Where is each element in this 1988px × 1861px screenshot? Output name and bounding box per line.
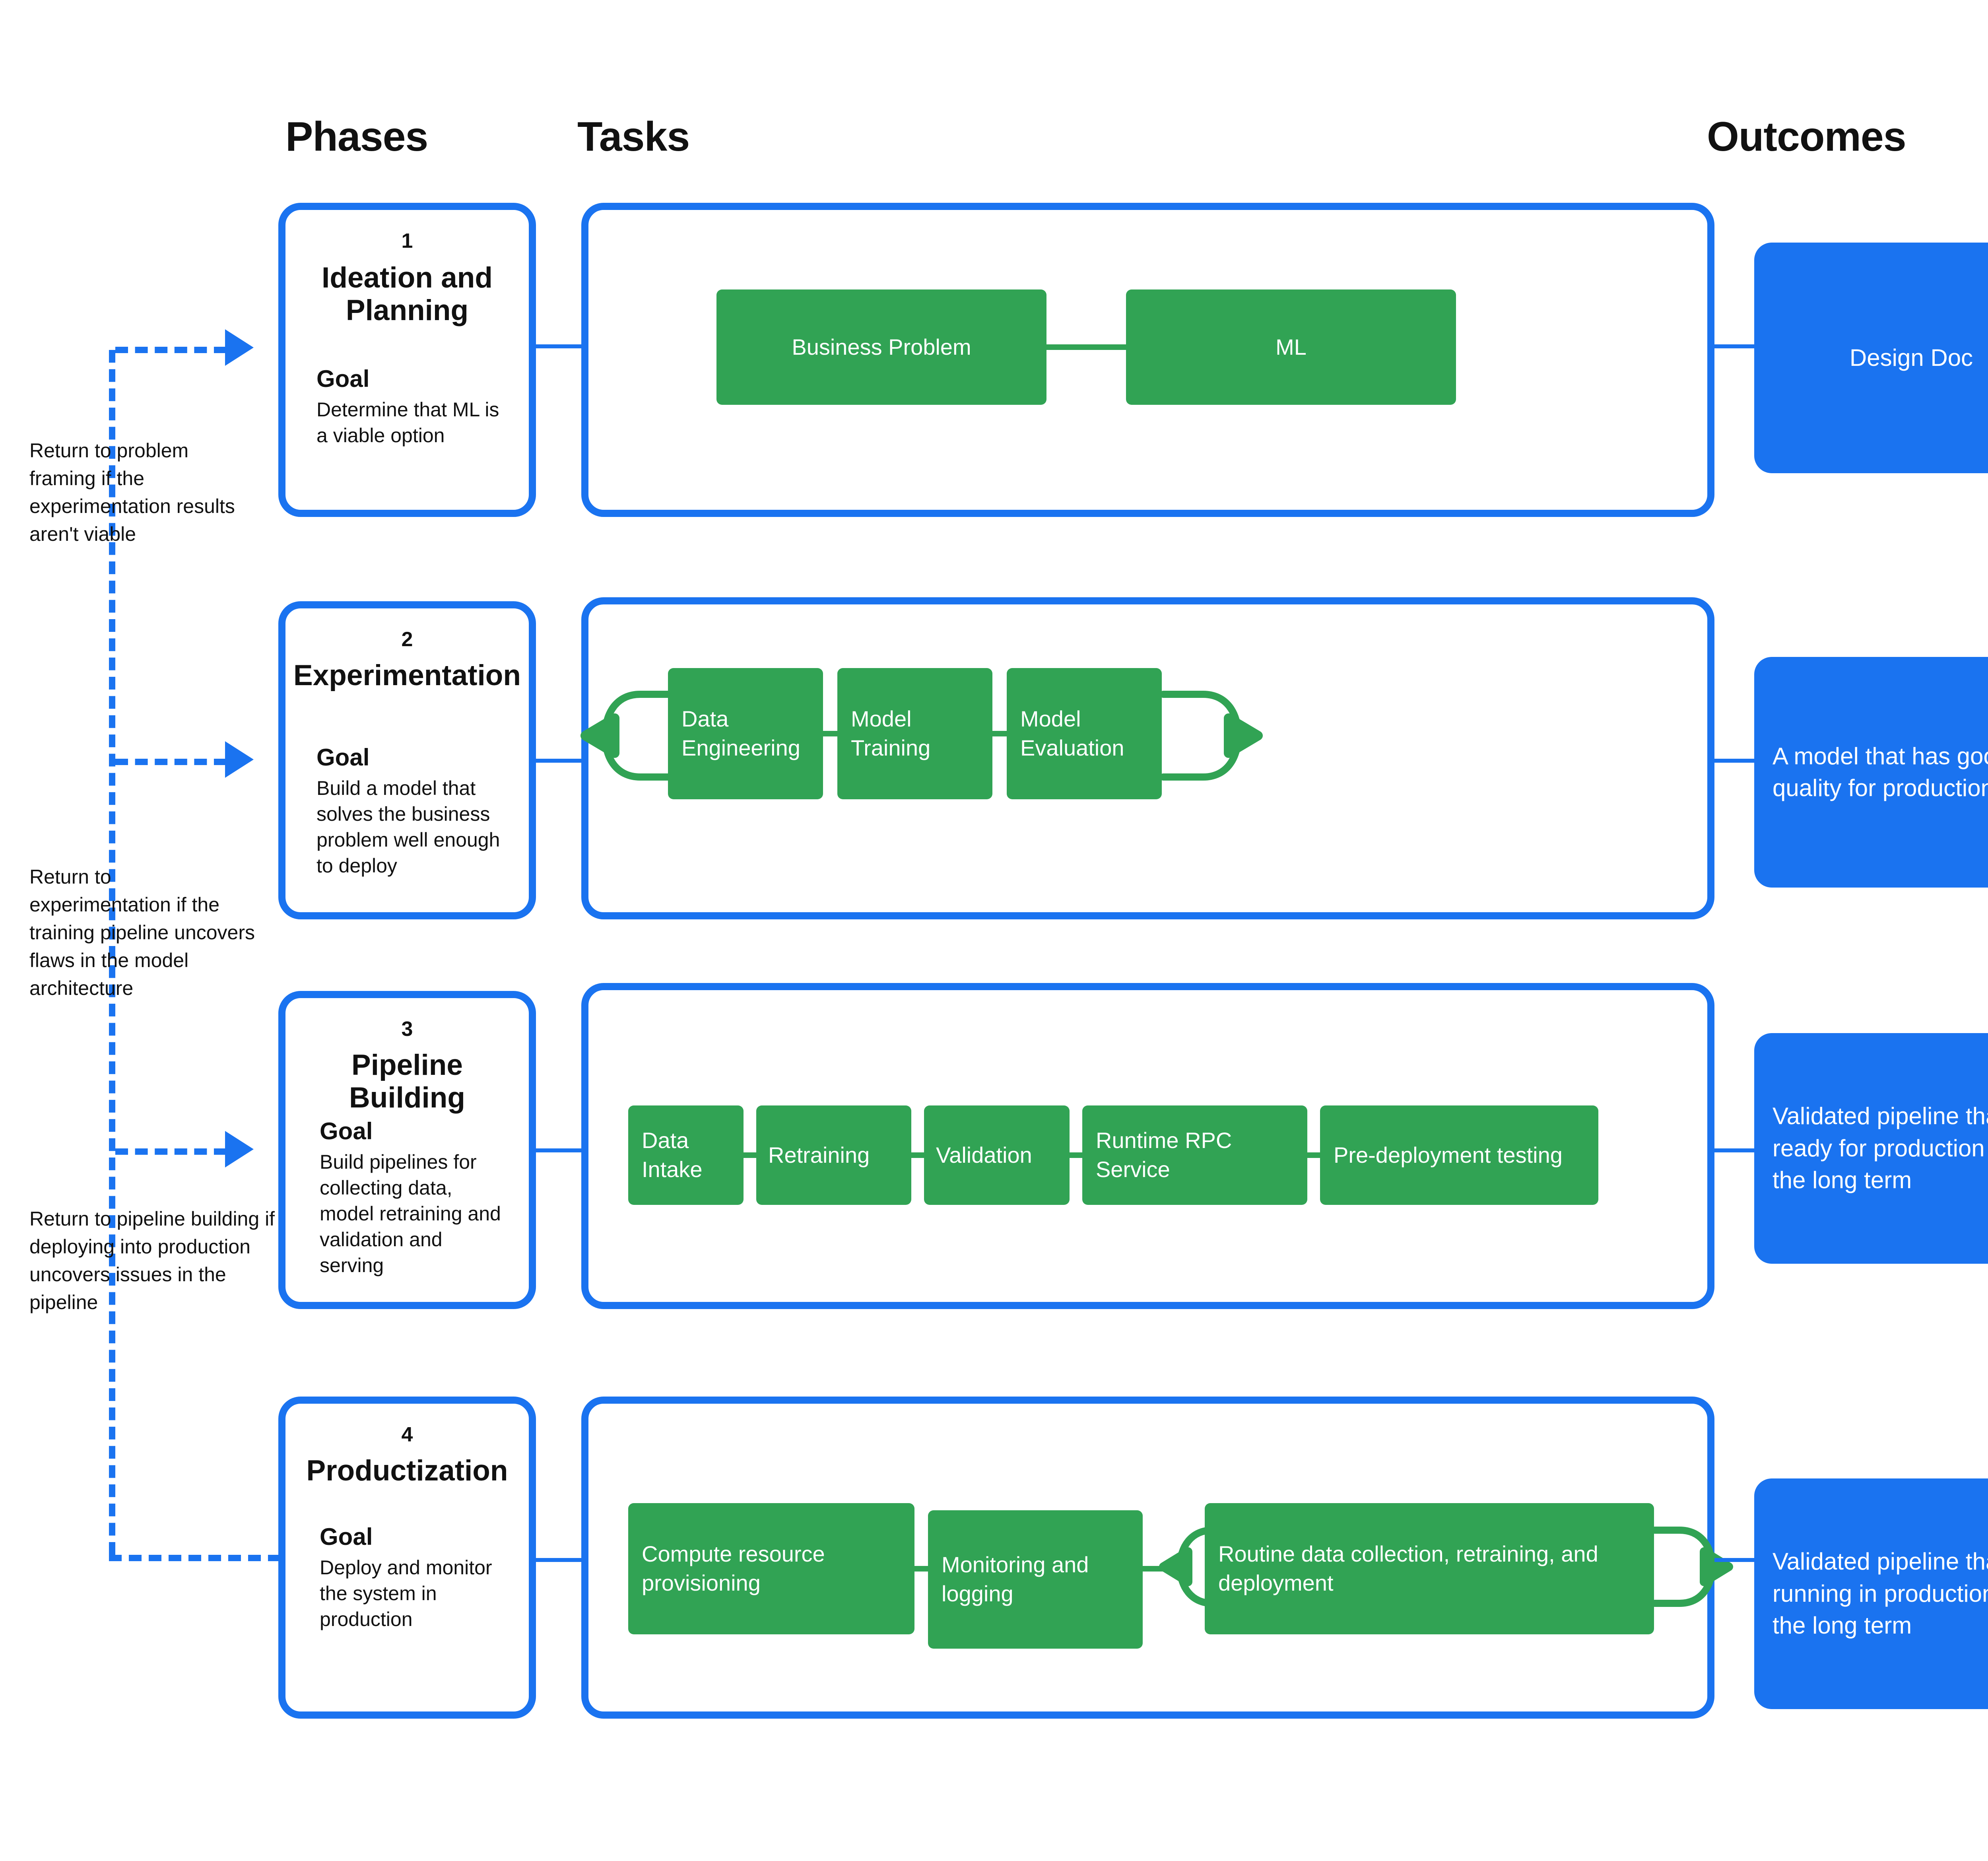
- task-connector: [823, 731, 837, 736]
- task-box[interactable]: Business Problem: [716, 289, 1046, 405]
- task-label: Validation: [936, 1142, 1032, 1167]
- feedback-arrow-phase1-icon: [225, 329, 254, 366]
- task-connector: [1070, 1152, 1082, 1158]
- task-connector: [1307, 1152, 1320, 1158]
- task-label: Model Training: [851, 706, 931, 760]
- goal-text: Deploy and monitor the system in product…: [320, 1556, 492, 1630]
- connector-tasks-outcome1: [1714, 344, 1754, 348]
- phase-card-1[interactable]: 1 Ideation and Planning Goal Determine t…: [278, 203, 536, 517]
- loop-arrow-right-icon: [1160, 691, 1263, 781]
- tasks-panel-4: Compute resource provisioning Monitoring…: [581, 1397, 1733, 1719]
- task-connector: [1046, 344, 1126, 350]
- connector-tasks-outcome4: [1714, 1558, 1754, 1562]
- outcome-label: Validated pipeline that's ready for prod…: [1773, 1103, 1988, 1194]
- task-label: Data Engineering: [681, 706, 800, 760]
- task-box[interactable]: Retraining: [756, 1105, 911, 1205]
- outcome-box-1[interactable]: Design Doc: [1754, 243, 1988, 473]
- loop-arrow-left-icon: [580, 691, 683, 781]
- connector-phase1-tasks: [536, 344, 581, 348]
- phase-number: 2: [401, 628, 413, 651]
- task-box[interactable]: Compute resource provisioning: [628, 1503, 914, 1634]
- phase-title: Productization: [306, 1455, 508, 1487]
- task-box[interactable]: Routine data collection, retraining, and…: [1205, 1503, 1654, 1634]
- connector-tasks-outcome2: [1714, 759, 1754, 763]
- goal-text: Build pipelines for collecting data, mod…: [320, 1151, 501, 1276]
- outcome-label: Design Doc: [1849, 344, 1973, 371]
- task-label: Pre-deployment testing: [1334, 1142, 1563, 1167]
- task-box[interactable]: Pre-deployment testing: [1320, 1105, 1598, 1205]
- connector-tasks-outcome3: [1714, 1148, 1754, 1152]
- task-box[interactable]: Validation: [924, 1105, 1070, 1205]
- task-label: Compute resource provisioning: [642, 1541, 825, 1595]
- task-label: Model Evaluation: [1020, 706, 1124, 760]
- goal-label: Goal: [316, 365, 370, 392]
- feedback-spine-vertical: [109, 350, 115, 1555]
- connector-phase4-tasks: [536, 1558, 581, 1562]
- task-label: Business Problem: [792, 334, 971, 359]
- goal-label: Goal: [316, 744, 370, 771]
- connector-phase2-tasks: [536, 759, 581, 763]
- phase-number: 3: [401, 1018, 413, 1041]
- feedback-line-into-phase4: [109, 1555, 281, 1561]
- feedback-line-into-phase3: [115, 1148, 227, 1155]
- task-connector: [744, 1152, 756, 1158]
- feedback-note-3: Return to pipeline building if deploying…: [29, 1208, 275, 1313]
- phase-card-3[interactable]: 3 Pipeline Building Goal Build pipelines…: [278, 991, 536, 1309]
- phase-number: 1: [401, 229, 413, 253]
- task-label: Monitoring and logging: [942, 1552, 1089, 1606]
- loop-arrow-right-icon: [1651, 1527, 1733, 1607]
- outcome-label: A model that has good quality for produc…: [1773, 742, 1988, 801]
- task-connector: [914, 1566, 928, 1572]
- phase-title: Experimentation: [293, 659, 521, 692]
- task-box[interactable]: Data Engineering: [668, 668, 823, 799]
- feedback-line-into-phase2: [115, 759, 227, 765]
- tasks-panel-1: Business Problem ML: [581, 203, 1714, 517]
- column-heading-outcomes: Outcomes: [1707, 114, 1906, 160]
- outcome-label: Validated pipeline that's running in pro…: [1773, 1548, 1988, 1639]
- goal-text: Determine that ML is a viable option: [316, 398, 499, 447]
- feedback-arrow-phase2-icon: [225, 741, 254, 778]
- task-connector: [911, 1152, 924, 1158]
- phase-number: 4: [401, 1423, 413, 1446]
- feedback-arrow-phase3-icon: [225, 1131, 254, 1167]
- task-label: Routine data collection, retraining, and…: [1218, 1541, 1598, 1595]
- tasks-panel-3: Data Intake Retraining Validation Runtim…: [581, 983, 1714, 1309]
- phase-card-2[interactable]: 2 Experimentation Goal Build a model tha…: [278, 601, 536, 919]
- task-label: Data Intake: [642, 1128, 703, 1182]
- loop-arrow-left-icon: [1159, 1527, 1241, 1607]
- outcome-box-3[interactable]: Validated pipeline that's ready for prod…: [1754, 1033, 1988, 1264]
- task-connector: [992, 731, 1007, 736]
- goal-label: Goal: [320, 1523, 373, 1550]
- task-box[interactable]: Monitoring and logging: [928, 1510, 1143, 1649]
- task-box[interactable]: Runtime RPC Service: [1082, 1105, 1307, 1205]
- tasks-panel-2: Data Engineering Model Training Model Ev…: [580, 597, 1714, 919]
- task-label: Runtime RPC Service: [1096, 1128, 1232, 1182]
- connector-phase3-tasks: [536, 1148, 581, 1152]
- outcome-box-4[interactable]: Validated pipeline that's running in pro…: [1754, 1478, 1988, 1709]
- task-label: Retraining: [768, 1142, 870, 1167]
- task-box[interactable]: Model Evaluation: [1007, 668, 1162, 799]
- task-label: ML: [1276, 334, 1307, 359]
- goal-text: Build a model that solves the business p…: [316, 777, 500, 877]
- feedback-note-1: Return to problem framing if the experim…: [29, 439, 235, 545]
- outcome-box-2[interactable]: A model that has good quality for produc…: [1754, 657, 1988, 888]
- feedback-note-2: Return to experimentation if the trainin…: [29, 866, 255, 999]
- task-box[interactable]: ML: [1126, 289, 1456, 405]
- phase-title: Ideation and Planning: [322, 262, 493, 327]
- feedback-line-into-phase1: [115, 347, 227, 353]
- task-box[interactable]: Data Intake: [628, 1105, 744, 1205]
- phase-title: Pipeline Building: [349, 1049, 465, 1114]
- phase-card-4[interactable]: 4 Productization Goal Deploy and monitor…: [278, 1397, 536, 1719]
- column-heading-phases: Phases: [285, 114, 428, 160]
- task-box[interactable]: Model Training: [837, 668, 992, 799]
- column-heading-tasks: Tasks: [577, 114, 690, 160]
- goal-label: Goal: [320, 1118, 373, 1144]
